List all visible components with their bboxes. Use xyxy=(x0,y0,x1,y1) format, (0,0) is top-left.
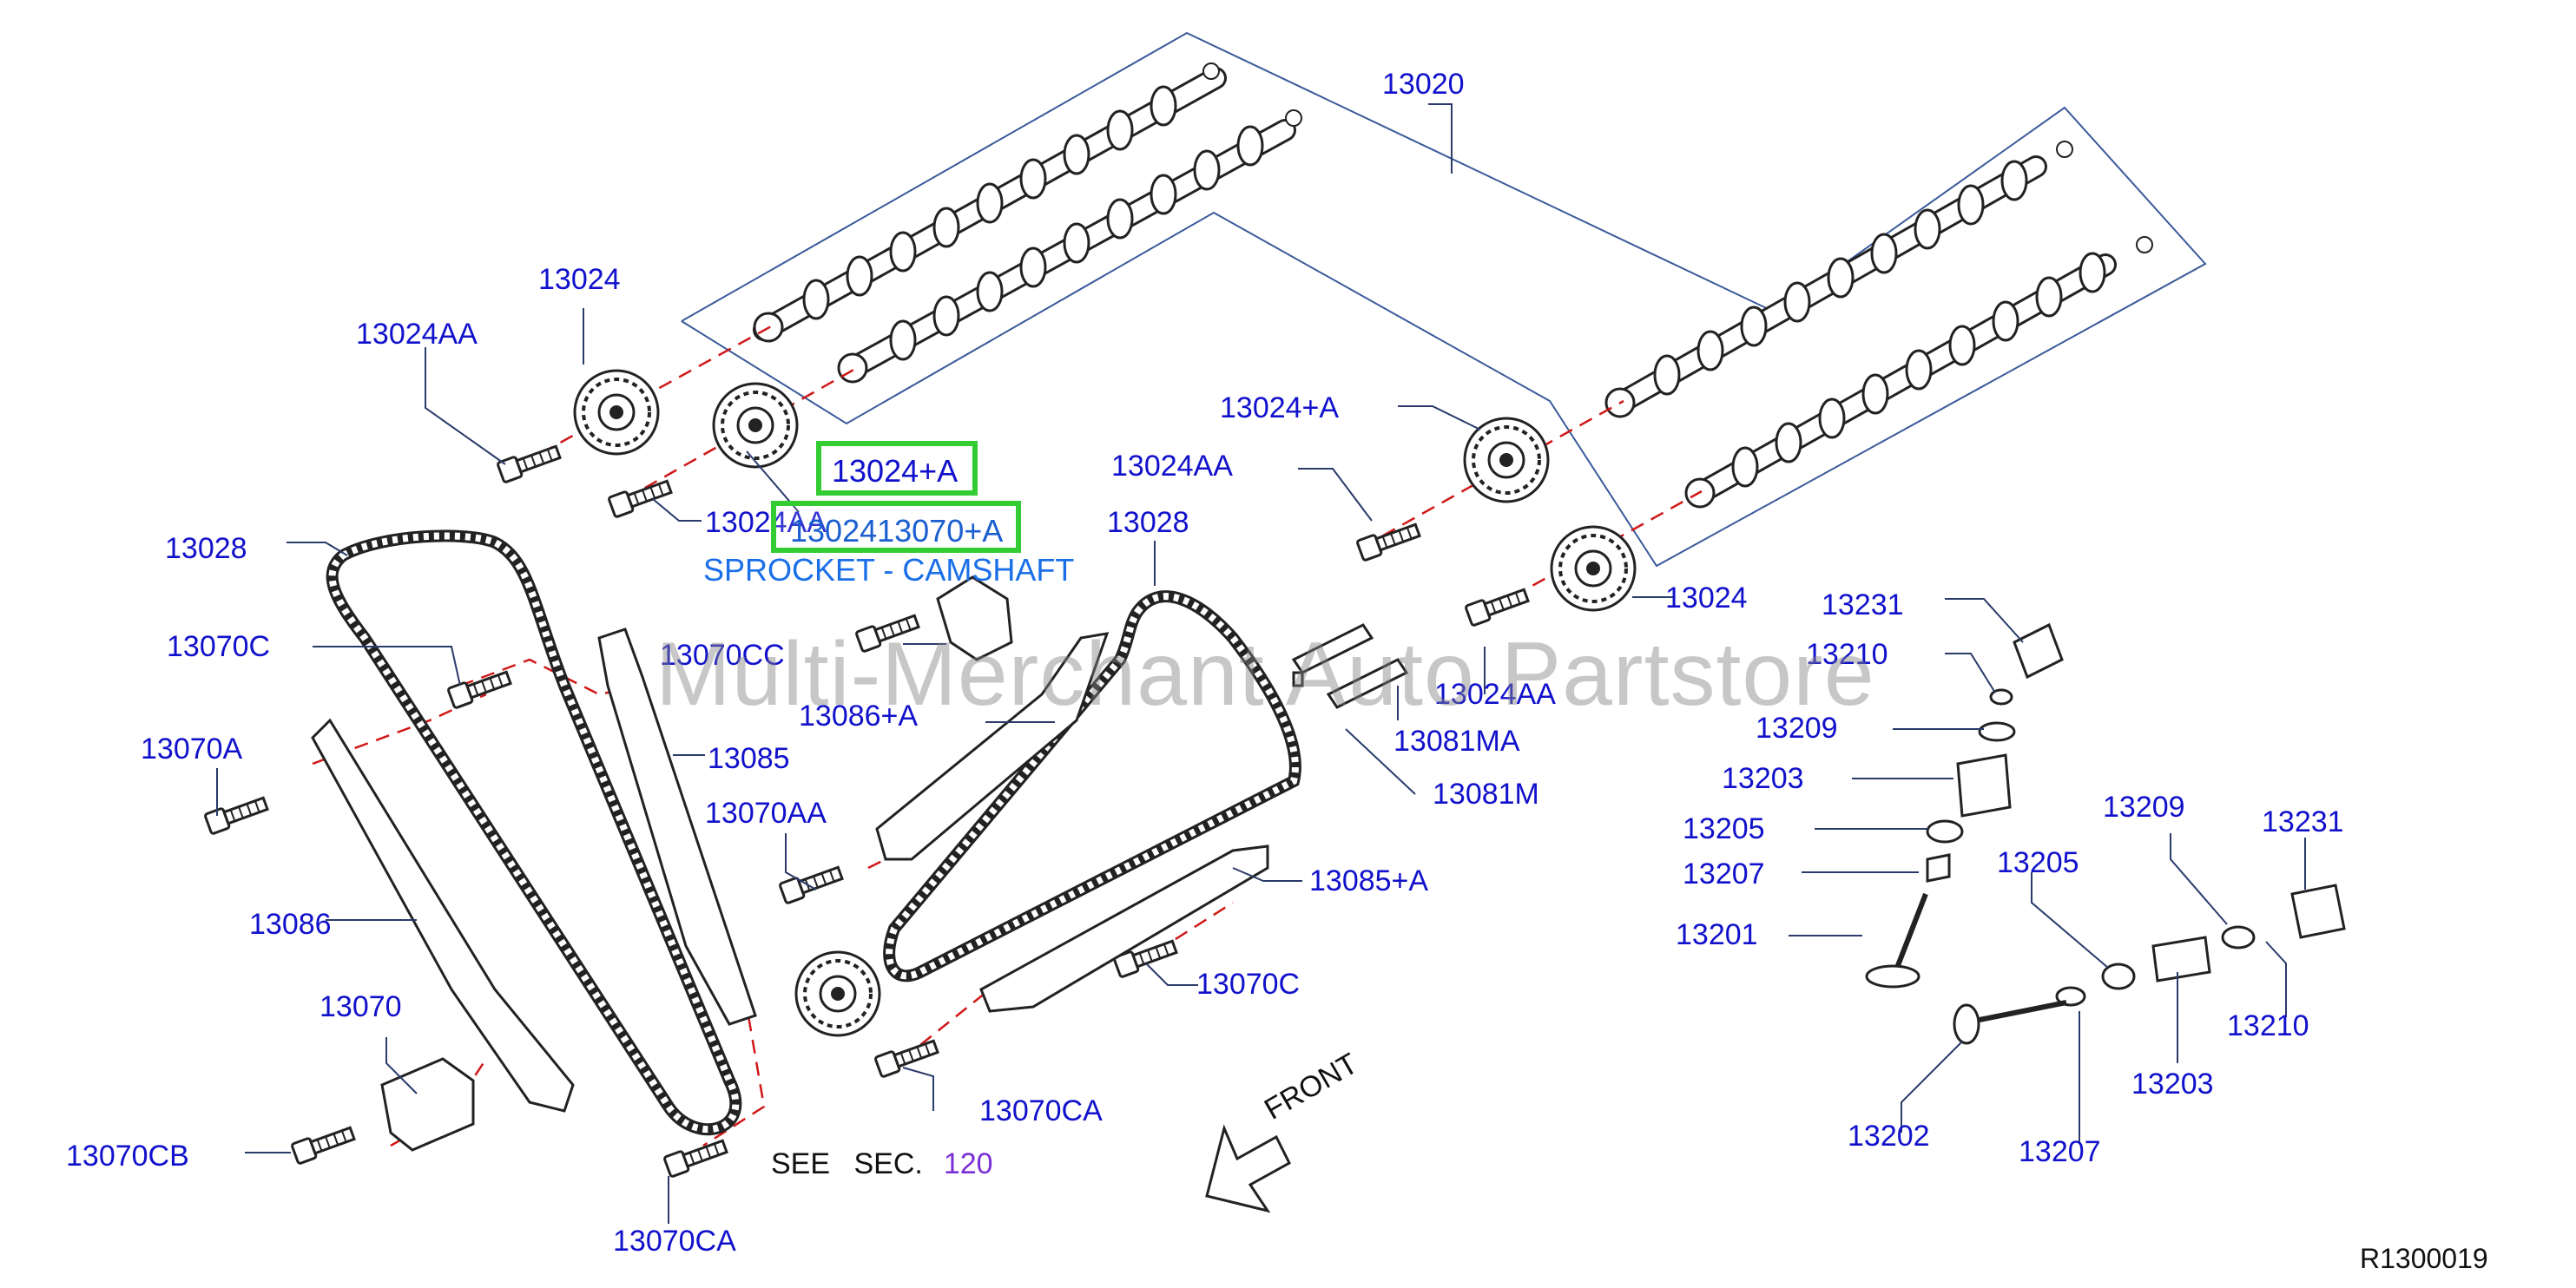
hotspot-overlap[interactable]: 1302413070+A xyxy=(771,501,1021,553)
see-section-link[interactable]: 120 xyxy=(943,1147,993,1180)
label-13209-right[interactable]: 13209 xyxy=(2103,791,2185,824)
label-13205-top[interactable]: 13205 xyxy=(1683,812,1765,845)
label-13207-bottom[interactable]: 13207 xyxy=(2019,1135,2101,1168)
bolt-13024AA-left xyxy=(496,441,563,484)
label-13070CA-bottom[interactable]: 13070CA xyxy=(613,1225,736,1258)
label-13070AA[interactable]: 13070AA xyxy=(705,797,827,830)
label-13070C-right[interactable]: 13070C xyxy=(1196,968,1301,1001)
label-13024AA-top[interactable]: 13024AA xyxy=(356,318,478,351)
bolt-13070CB xyxy=(290,1122,358,1166)
label-13209-top[interactable]: 13209 xyxy=(1756,712,1838,745)
bolt-13070CA-bottom xyxy=(662,1135,730,1179)
label-13202[interactable]: 13202 xyxy=(1848,1120,1930,1153)
bolt-13024AA-right2 xyxy=(1464,584,1532,628)
tooltip-part-name: SPROCKET - CAMSHAFT xyxy=(703,552,1075,588)
bolt-13070CA-mid xyxy=(873,1035,941,1079)
label-13024AA-right[interactable]: 13024AA xyxy=(1111,450,1233,483)
valve-pads-13081M xyxy=(1291,623,1409,709)
chain-guide-13085A xyxy=(979,844,1269,1013)
label-13210-top[interactable]: 13210 xyxy=(1806,638,1888,671)
label-13070CB[interactable]: 13070CB xyxy=(66,1140,189,1173)
label-13086[interactable]: 13086 xyxy=(249,908,332,941)
valve-assembly-upper xyxy=(1865,622,2064,989)
label-13086A[interactable]: 13086+A xyxy=(799,700,919,733)
label-13210-right[interactable]: 13210 xyxy=(2227,1009,2309,1042)
valve-assembly-lower xyxy=(1953,884,2346,1045)
sprocket-13024A-right xyxy=(1463,417,1550,503)
chain-guide-13085 xyxy=(597,628,757,1026)
hotspot-overlap-text: 1302413070+A xyxy=(790,513,1004,549)
label-13231-right[interactable]: 13231 xyxy=(2262,805,2344,838)
label-13085A[interactable]: 13085+A xyxy=(1309,864,1429,897)
label-13028-right[interactable]: 13028 xyxy=(1107,506,1189,539)
front-arrow xyxy=(1205,1124,1291,1213)
label-13024AA-right2[interactable]: 13024AA xyxy=(1434,678,1556,711)
label-13207-top[interactable]: 13207 xyxy=(1683,858,1765,890)
bolt-13070A xyxy=(203,792,271,836)
chain-guide-13086A xyxy=(875,632,1110,861)
bolt-13024AA-right xyxy=(1355,519,1423,562)
see-section-note: SEE SEC. 120 xyxy=(771,1147,993,1181)
sprocket-13024-left xyxy=(573,369,660,456)
label-13020[interactable]: 13020 xyxy=(1382,68,1465,101)
camshaft-right-upper xyxy=(1604,141,2073,418)
label-13070CC[interactable]: 13070CC xyxy=(660,639,785,672)
label-13081M[interactable]: 13081M xyxy=(1433,778,1539,811)
chain-guide-13086 xyxy=(311,718,575,1113)
sprocket-13024A-left xyxy=(712,382,799,469)
label-13024A-right[interactable]: 13024+A xyxy=(1220,391,1340,424)
sprocket-13024-right xyxy=(1550,525,1637,612)
bolt-13024AA-mid xyxy=(607,476,675,519)
diagram-reference-code: R1300019 xyxy=(2360,1243,2488,1274)
bolt-13070AA xyxy=(778,862,846,905)
label-13070C-left[interactable]: 13070C xyxy=(167,630,271,663)
crank-sprocket xyxy=(794,950,881,1037)
hotspot-13024A[interactable]: 13024+A xyxy=(816,441,978,496)
camshaft-left-lower xyxy=(837,109,1302,384)
hotspot-13024A-text: 13024+A xyxy=(832,453,959,489)
leader-lines xyxy=(216,103,2306,1224)
label-13231-top[interactable]: 13231 xyxy=(1822,588,1904,621)
camshaft-right-lower xyxy=(1684,236,2153,509)
label-13081MA[interactable]: 13081MA xyxy=(1393,725,1520,758)
label-13024-right[interactable]: 13024 xyxy=(1665,582,1748,614)
tensioner-13070CC xyxy=(936,575,1013,661)
label-13070CA-mid[interactable]: 13070CA xyxy=(979,1094,1103,1127)
label-13070A[interactable]: 13070A xyxy=(141,733,243,766)
bolt-13070CC xyxy=(854,610,922,654)
label-13070[interactable]: 13070 xyxy=(320,990,402,1023)
label-13205-right[interactable]: 13205 xyxy=(1997,846,2079,879)
label-13024-top[interactable]: 13024 xyxy=(538,263,621,296)
label-13201[interactable]: 13201 xyxy=(1676,918,1758,951)
label-13203-right[interactable]: 13203 xyxy=(2131,1068,2214,1101)
label-13203-top[interactable]: 13203 xyxy=(1722,762,1804,795)
label-13085[interactable]: 13085 xyxy=(708,742,790,775)
label-13028-left[interactable]: 13028 xyxy=(165,532,247,565)
label-13024AA-mid[interactable]: 13024AA xyxy=(705,506,827,539)
camshaft-group-outline xyxy=(681,31,2207,568)
see-section-prefix: SEE SEC. xyxy=(771,1147,923,1180)
